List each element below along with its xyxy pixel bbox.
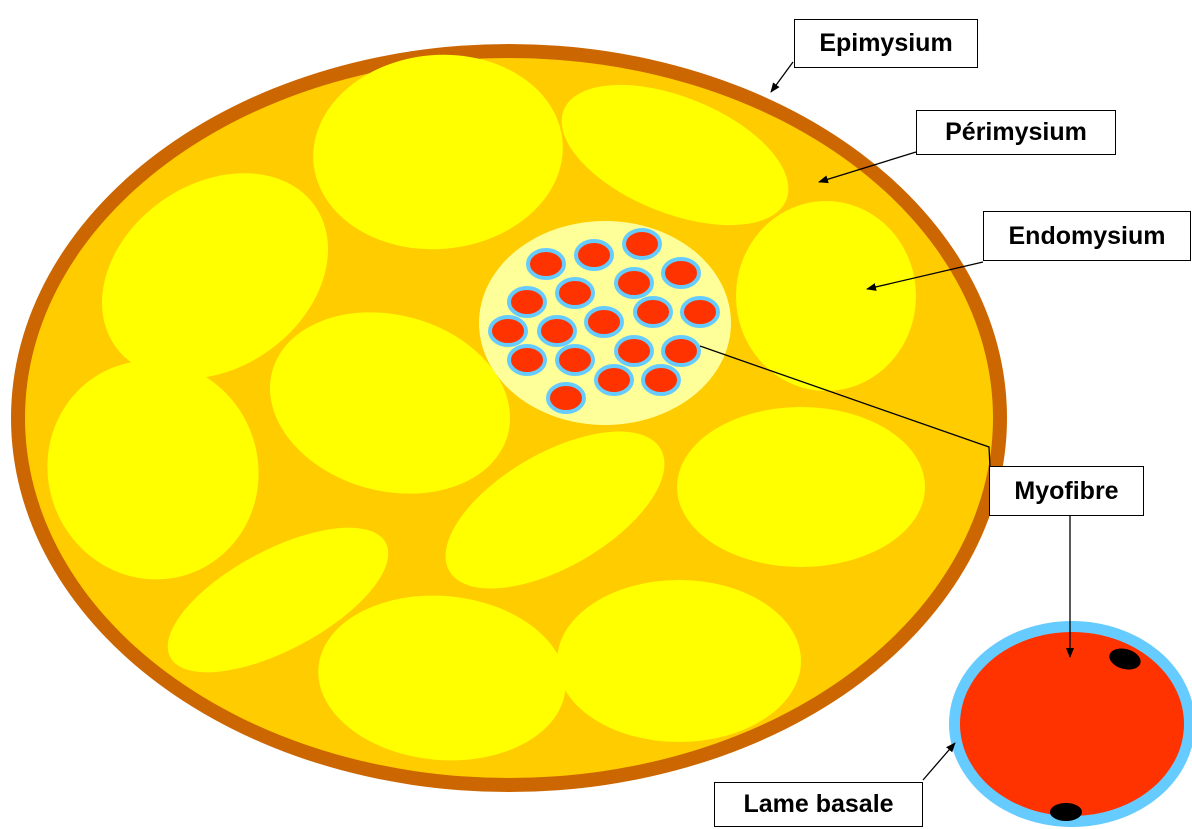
fascicle: [557, 580, 801, 742]
myofibre-small: [616, 269, 652, 297]
myofibre-small: [663, 259, 699, 287]
epimysium-label: Epimysium: [794, 19, 978, 68]
myofibre-small: [586, 308, 622, 336]
myofibre-small: [596, 366, 632, 394]
myofibre-small: [490, 317, 526, 345]
myofibre-small: [539, 317, 575, 345]
myofibre-small: [557, 279, 593, 307]
myofibre-small: [643, 366, 679, 394]
myofibre-small: [557, 346, 593, 374]
lame-basale-pointer: [923, 743, 955, 780]
myofibre-small: [663, 337, 699, 365]
fascicle: [677, 407, 925, 567]
myofibre-small: [509, 346, 545, 374]
myofibre-small: [616, 337, 652, 365]
nucleus: [1050, 803, 1082, 821]
myofibre-small: [509, 288, 545, 316]
myofibre-small: [528, 250, 564, 278]
epimysium-pointer: [771, 62, 793, 92]
myofibre-small: [682, 298, 718, 326]
lame-basale-label: Lame basale: [714, 782, 923, 827]
myofibre-small: [576, 241, 612, 269]
fascicle: [736, 201, 916, 391]
perimysium-label: Périmysium: [916, 110, 1116, 155]
myofibre-label: Myofibre: [989, 466, 1144, 516]
myofibre-small: [548, 384, 584, 412]
myofibre-enlarged: [960, 632, 1184, 816]
endomysium-label: Endomysium: [983, 211, 1191, 261]
myofibre-small: [624, 230, 660, 258]
myofibre-small: [635, 298, 671, 326]
